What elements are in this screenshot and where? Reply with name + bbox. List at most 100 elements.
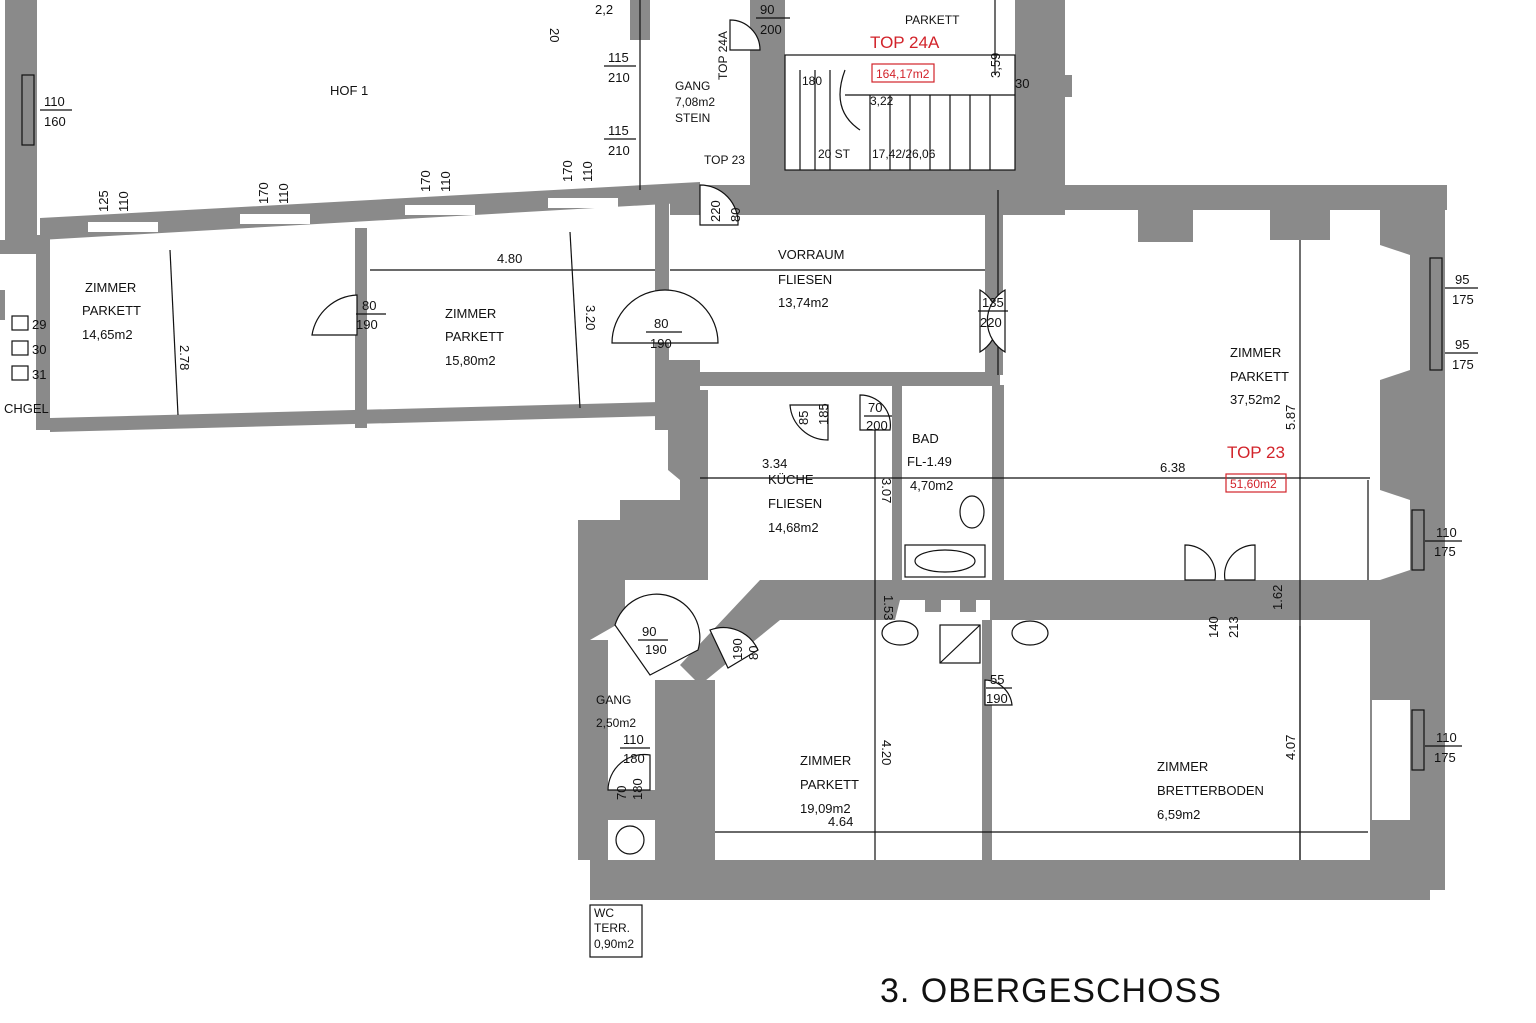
svg-text:140: 140	[1206, 616, 1221, 638]
dim-420: 4.20	[879, 740, 894, 765]
room4-area: 6,59m2	[1157, 807, 1200, 822]
door-swings	[311, 19, 1256, 791]
room-labels: HOF 1 ZIMMER PARKETT 14,65m2 ZIMMER PARK…	[82, 13, 1289, 958]
svg-text:170: 170	[418, 170, 433, 192]
misc-labels: 29 30 31 CHGEL 3,59 30 20 2,2	[4, 2, 1029, 416]
kueche-area: 14,68m2	[768, 520, 819, 535]
room4-type: ZIMMER	[1157, 759, 1208, 774]
svg-text:110: 110	[580, 161, 595, 182]
room4-floor: BRETTERBODEN	[1157, 783, 1264, 798]
svg-text:115: 115	[608, 50, 629, 65]
walls	[0, 0, 1447, 900]
room3-type: ZIMMER	[800, 753, 851, 768]
dimension-lines	[11, 0, 1443, 860]
dim-153: 1.53	[881, 595, 896, 620]
svg-text:210: 210	[608, 143, 630, 158]
gang1-floor: STEIN	[675, 111, 710, 125]
dim-307: 3.07	[879, 478, 894, 503]
door-d7: 190 80	[730, 638, 761, 660]
unit-labels: TOP 24A 164,17m2 TOP 23 51,60m2 TOP 23 T…	[704, 31, 1287, 493]
door-d5: 70 200	[864, 400, 892, 433]
svg-text:170: 170	[256, 182, 271, 204]
window-w3: 170 110	[256, 182, 291, 204]
svg-text:80: 80	[362, 298, 376, 313]
dim-480: 4.80	[497, 251, 522, 266]
kueche-type: KÜCHE	[768, 472, 814, 487]
step-29: 29	[32, 317, 46, 332]
vorraum-area: 13,74m2	[778, 295, 829, 310]
window-w1: 110 160	[40, 94, 72, 129]
bad-area: 4,70m2	[910, 478, 953, 493]
top24a-floor: PARKETT	[905, 13, 960, 27]
svg-text:135: 135	[982, 295, 1004, 310]
svg-text:95: 95	[1455, 272, 1469, 287]
unit-top24a-area: 164,17m2	[876, 67, 930, 81]
room2-type: ZIMMER	[445, 306, 496, 321]
opening-labels: 110 160 125 110 170 110 170 110 170 110 …	[40, 2, 1478, 800]
svg-text:175: 175	[1452, 357, 1474, 372]
window-w12: 110 180	[620, 732, 650, 766]
door-d8: 55 190	[986, 672, 1012, 706]
courtyard-label: HOF 1	[330, 83, 368, 98]
gang2-area: 2,50m2	[596, 716, 636, 730]
room1-type: ZIMMER	[85, 280, 136, 295]
window-w4: 170 110	[418, 170, 453, 192]
door-d11: 90 200	[756, 2, 790, 37]
big-room-type: ZIMMER	[1230, 345, 1281, 360]
svg-text:190: 190	[650, 336, 672, 351]
svg-text:80: 80	[746, 646, 761, 660]
svg-text:85: 85	[796, 411, 811, 425]
room1-floor: PARKETT	[82, 303, 141, 318]
svg-text:110: 110	[276, 183, 291, 204]
door-d3: 135 220	[978, 295, 1008, 330]
svg-text:175: 175	[1434, 544, 1456, 559]
room3-area: 19,09m2	[800, 801, 851, 816]
svg-text:90: 90	[642, 624, 656, 639]
svg-text:220: 220	[708, 200, 723, 222]
window-w10: 110 175	[1425, 525, 1462, 559]
vorraum-type: VORRAUM	[778, 247, 844, 262]
svg-text:190: 190	[645, 642, 667, 657]
stair-labels: 20 ST 17,42/26,06 3,22 180	[802, 74, 936, 161]
neighbour-top24a: TOP 24A	[716, 31, 730, 80]
svg-text:200: 200	[866, 418, 888, 433]
window-w6: 115 210	[604, 50, 636, 85]
svg-text:180: 180	[630, 778, 645, 800]
svg-text:190: 190	[730, 638, 745, 660]
door-d9: 140 213	[1206, 616, 1241, 638]
svg-text:190: 190	[986, 691, 1008, 706]
door-d12: 70 180	[614, 778, 645, 800]
svg-text:70: 70	[868, 400, 882, 415]
value-359: 3,59	[988, 53, 1003, 78]
neighbour-top23: TOP 23	[704, 153, 745, 167]
window-w2: 125 110	[96, 190, 131, 212]
bad-type: BAD	[912, 431, 939, 446]
value-30: 30	[1015, 76, 1029, 91]
svg-text:95: 95	[1455, 337, 1469, 352]
door-d1: 80 190	[356, 298, 386, 332]
wc-area: 0,90m2	[594, 937, 634, 951]
dim-320: 3.20	[583, 305, 598, 330]
window-w7: 115 210	[604, 123, 636, 158]
svg-text:213: 213	[1226, 616, 1241, 638]
svg-text:125: 125	[96, 190, 111, 212]
dim-278: 2.78	[177, 345, 192, 370]
dim-407: 4.07	[1283, 735, 1298, 760]
vorraum-floor: FLIESEN	[778, 272, 832, 287]
svg-text:110: 110	[116, 191, 131, 212]
dim-638: 6.38	[1160, 460, 1185, 475]
wc-type: WC	[594, 906, 614, 920]
dim-587: 5.87	[1283, 405, 1298, 430]
window-w8: 95 175	[1445, 272, 1478, 307]
door-d6: 90 190	[638, 624, 668, 657]
svg-text:110: 110	[438, 171, 453, 192]
svg-text:110: 110	[44, 94, 65, 109]
svg-text:110: 110	[623, 732, 644, 747]
stair-d1: 3,22	[870, 94, 894, 108]
step-31: 31	[32, 367, 46, 382]
floor-title: 3. OBERGESCHOSS	[880, 972, 1222, 1010]
gang2-type: GANG	[596, 693, 631, 707]
svg-text:160: 160	[44, 114, 66, 129]
svg-text:220: 220	[980, 315, 1002, 330]
